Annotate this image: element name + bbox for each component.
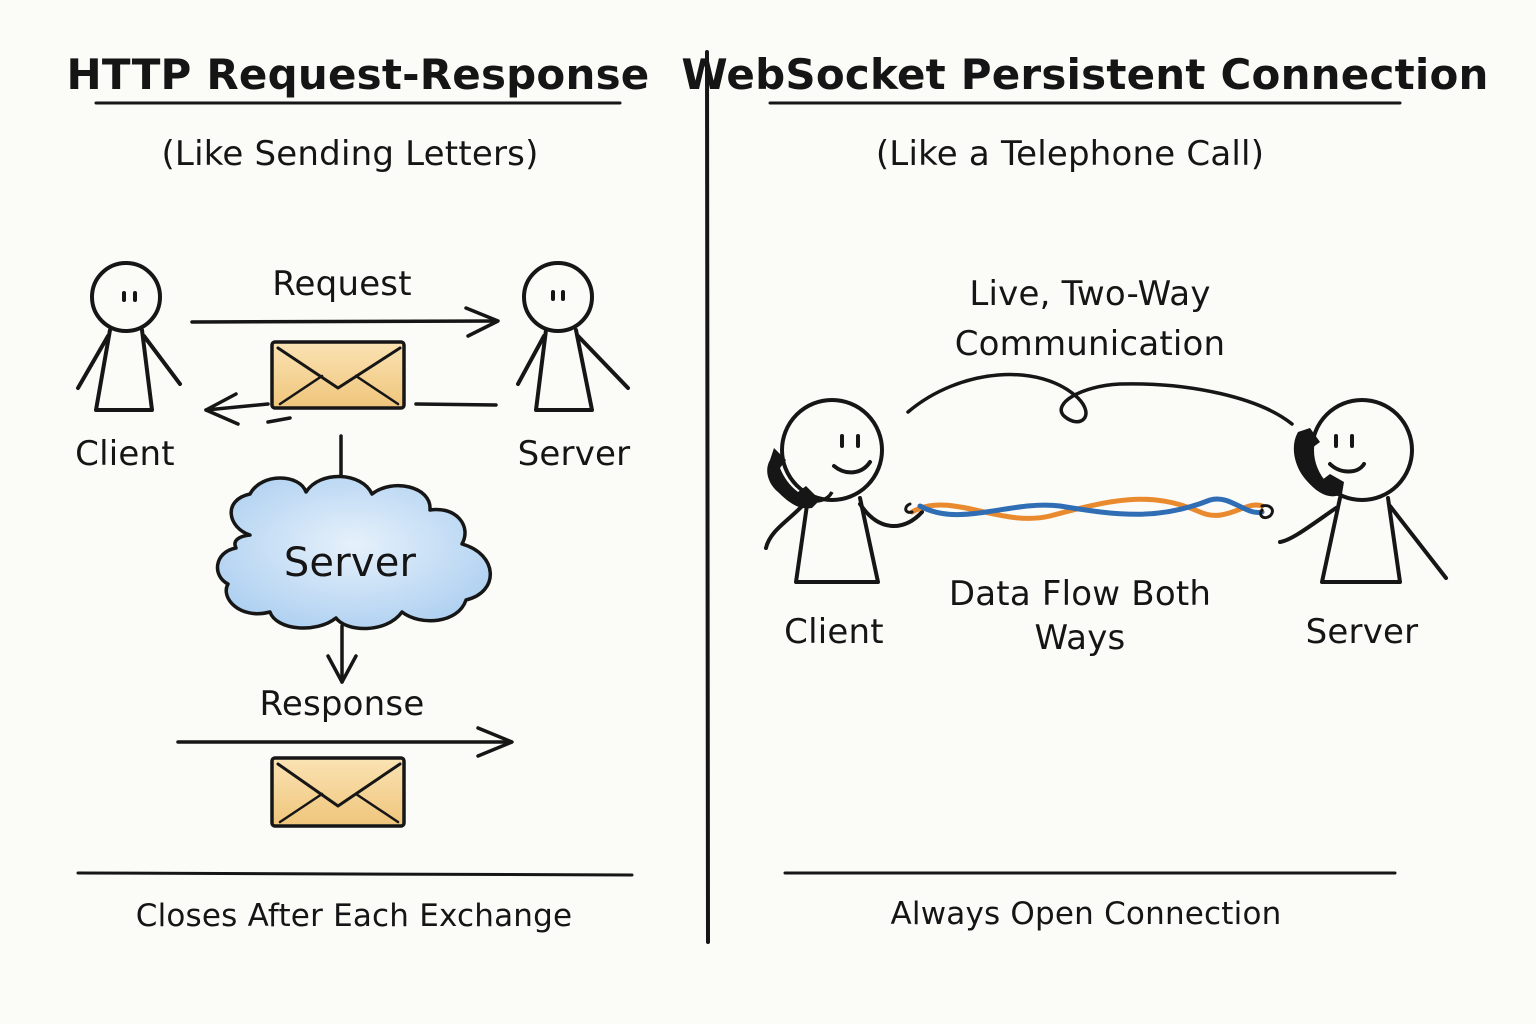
request-label: Request bbox=[272, 264, 412, 304]
left-title: HTTP Request-Response bbox=[66, 50, 650, 99]
ws-server-figure bbox=[1278, 398, 1448, 584]
connection-label-line1: Live, Two-Way bbox=[969, 274, 1211, 314]
request-envelope bbox=[270, 340, 406, 410]
left-subtitle: (Like Sending Letters) bbox=[161, 134, 539, 174]
client-label: Client bbox=[75, 434, 175, 474]
ws-client-arm-cord bbox=[858, 502, 924, 528]
data-wires bbox=[904, 496, 1274, 521]
center-divider bbox=[705, 50, 710, 944]
right-footer: Always Open Connection bbox=[890, 896, 1282, 932]
client-arms bbox=[76, 334, 182, 390]
client-head bbox=[90, 261, 162, 333]
left-footer: Closes After Each Exchange bbox=[135, 898, 573, 934]
ws-client-figure bbox=[764, 398, 924, 584]
ws-server-label: Server bbox=[1305, 612, 1419, 652]
response-arrow bbox=[176, 726, 514, 758]
cloud-label: Server bbox=[283, 540, 417, 586]
data-flow-line2: Ways bbox=[1034, 618, 1126, 658]
server-cloud bbox=[215, 474, 492, 631]
client-figure bbox=[76, 261, 182, 412]
server-body bbox=[534, 328, 594, 412]
ws-server-head bbox=[1310, 398, 1414, 502]
response-label: Response bbox=[259, 684, 425, 724]
server-arms bbox=[516, 334, 630, 390]
response-envelope bbox=[270, 756, 406, 828]
ws-server-body bbox=[1320, 496, 1402, 584]
left-footer-line bbox=[76, 871, 634, 877]
request-arrow bbox=[190, 306, 500, 338]
right-title: WebSocket Persistent Connection bbox=[681, 50, 1489, 99]
ws-client-label: Client bbox=[784, 612, 884, 652]
ws-client-body bbox=[794, 496, 880, 584]
cloud-to-response-arrow bbox=[326, 624, 358, 684]
client-body bbox=[94, 328, 154, 412]
connection-label-line2: Communication bbox=[954, 324, 1226, 364]
data-flow-line1: Data Flow Both bbox=[948, 574, 1212, 614]
ws-client-head bbox=[780, 398, 884, 502]
connection-arc bbox=[906, 372, 1294, 426]
ws-server-arm-free bbox=[1388, 504, 1448, 580]
right-subtitle: (Like a Telephone Call) bbox=[875, 134, 1265, 174]
ws-server-arm-cord bbox=[1278, 506, 1338, 544]
server-label: Server bbox=[517, 434, 631, 474]
server-phone-icon bbox=[1293, 428, 1344, 497]
return-arrow bbox=[204, 392, 498, 426]
client-phone-icon bbox=[767, 448, 834, 509]
wire-blue bbox=[917, 496, 1265, 518]
server-figure bbox=[516, 261, 630, 412]
wire-orange bbox=[909, 496, 1265, 521]
server-head bbox=[522, 261, 594, 333]
